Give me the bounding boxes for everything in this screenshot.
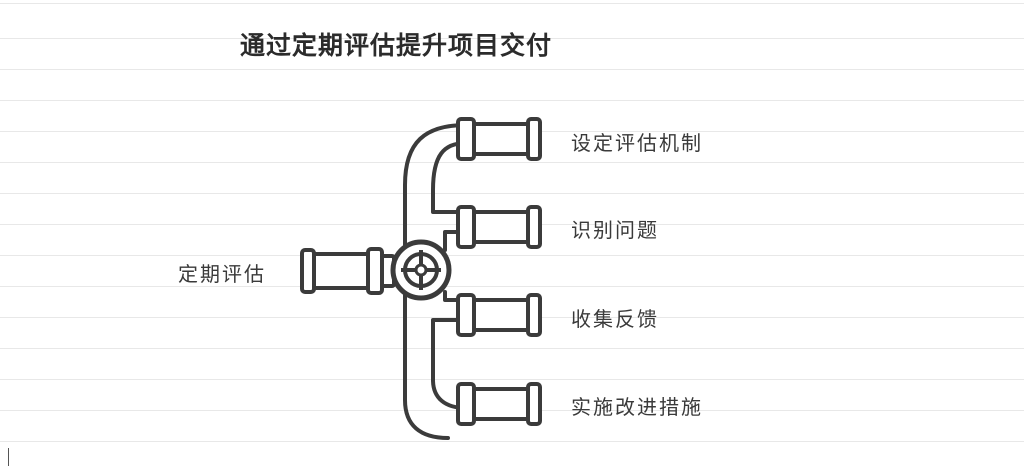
output-label-4: 实施改进措施 (571, 395, 703, 419)
output-pipe-1 (456, 117, 542, 161)
output-pipe-2 (456, 205, 542, 249)
page-title: 通过定期评估提升项目交付 (240, 31, 553, 60)
output-label-2: 识别问题 (571, 218, 659, 242)
manifold-outer-wall (403, 123, 468, 440)
output-pipe-3 (456, 293, 542, 337)
text-cursor (8, 448, 9, 466)
input-label: 定期评估 (178, 262, 266, 286)
input-pipe (300, 247, 396, 295)
output-label-1: 设定评估机制 (571, 131, 703, 155)
output-label-3: 收集反馈 (571, 307, 659, 331)
output-pipe-4 (456, 382, 542, 426)
valve-wheel-icon (390, 239, 452, 301)
